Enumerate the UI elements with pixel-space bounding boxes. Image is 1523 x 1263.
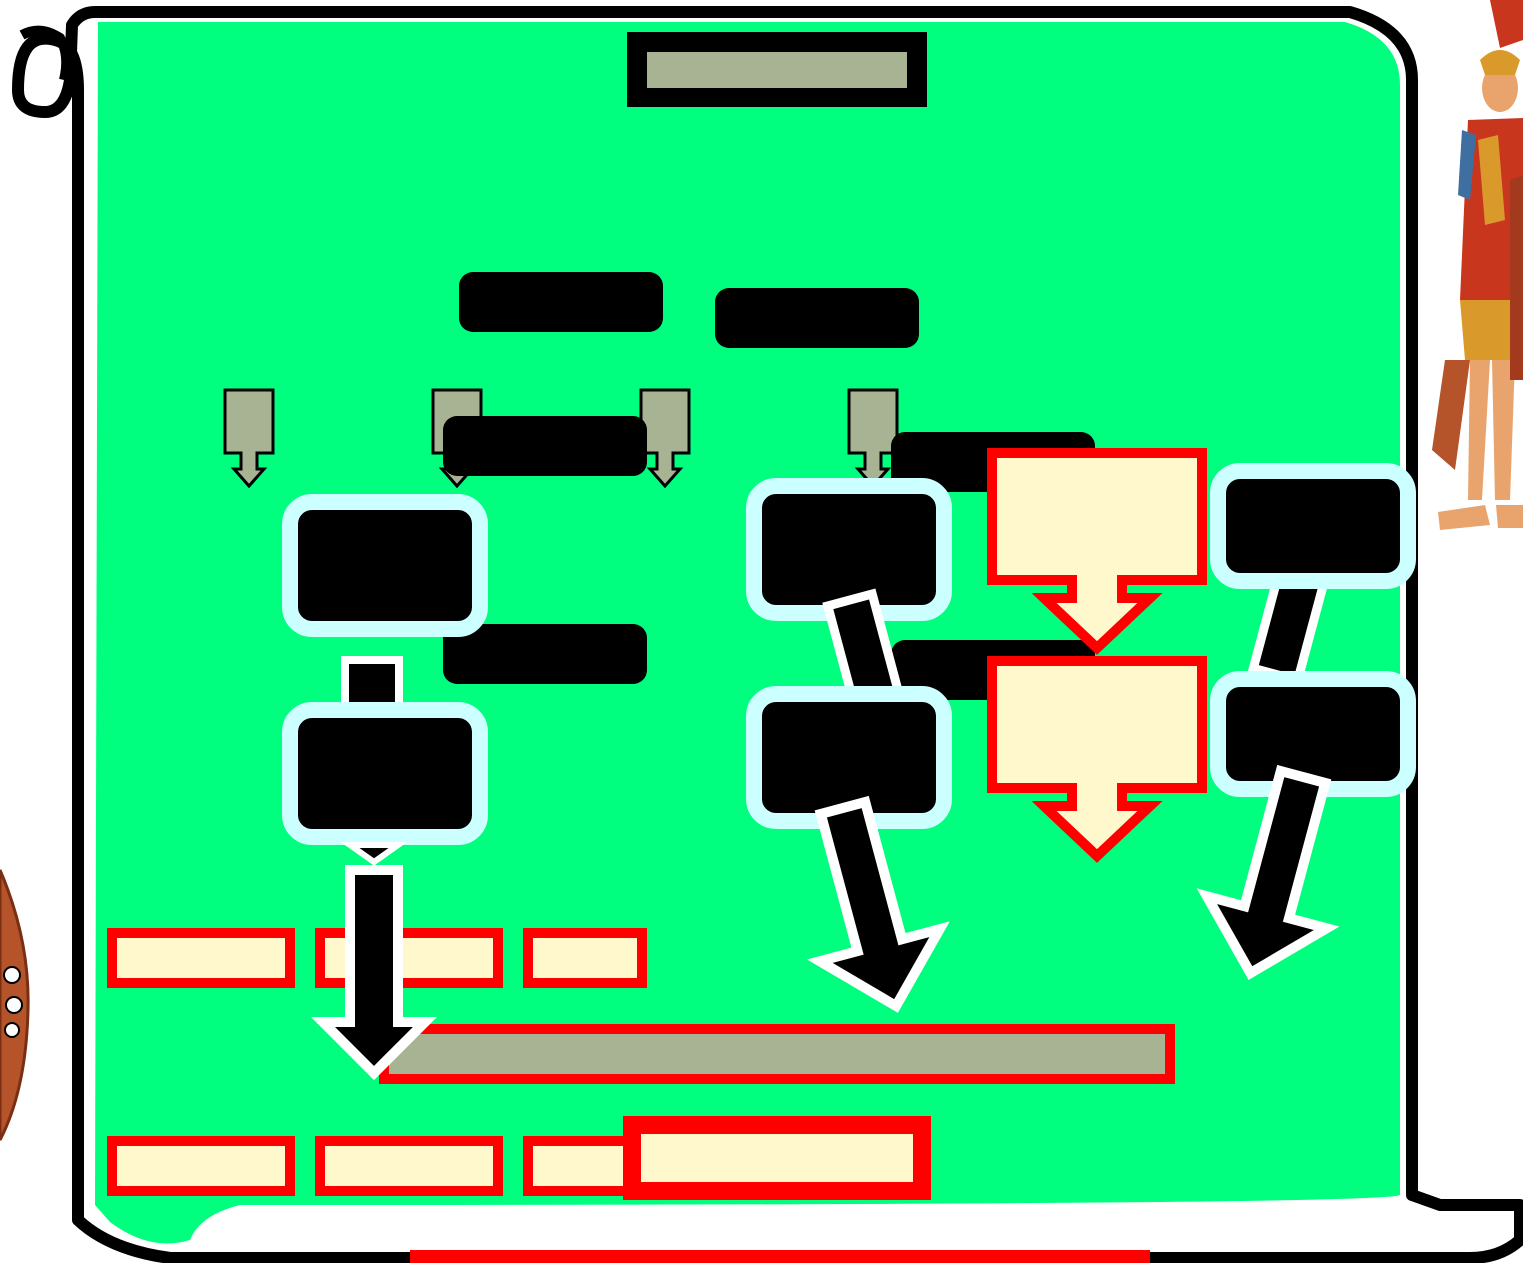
group1-bottom-box xyxy=(290,710,480,837)
bottom-strip xyxy=(410,1250,1150,1263)
title-banner xyxy=(627,32,927,107)
group1-top-box xyxy=(290,502,480,629)
row2 xyxy=(112,1141,642,1191)
row2-box-2 xyxy=(320,1141,498,1191)
top-right-label xyxy=(715,288,919,348)
shield-icon xyxy=(0,870,28,1140)
soldier-icon xyxy=(1432,0,1523,530)
group2-top-box xyxy=(754,486,944,613)
wide-bar xyxy=(384,1029,1170,1079)
bottom-banner xyxy=(632,1125,922,1191)
group4-top-box xyxy=(1218,471,1408,581)
mid-label-upper xyxy=(443,416,647,476)
row2-box-1 xyxy=(112,1141,290,1191)
top-left-label xyxy=(459,272,663,332)
row1-box-1 xyxy=(112,933,290,983)
group4-bottom-box xyxy=(1218,679,1408,789)
row1-box-3 xyxy=(528,933,642,983)
mid-label-lower xyxy=(443,624,647,684)
